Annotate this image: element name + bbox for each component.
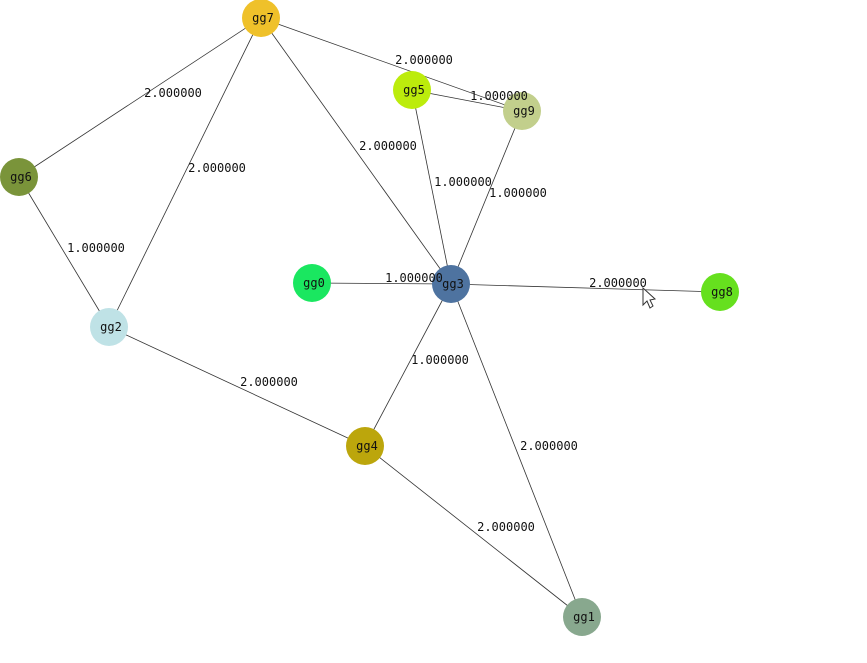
graph-node-gg5[interactable]: gg5 (393, 71, 431, 109)
graph-node-gg7[interactable]: gg7 (242, 0, 280, 37)
node-circle[interactable] (90, 308, 128, 346)
node-circle[interactable] (432, 265, 470, 303)
edge-gg7-gg2 (108, 17, 262, 328)
node-label: gg8 (711, 285, 733, 299)
node-label: gg2 (100, 320, 122, 334)
edge-gg0-gg3 (311, 282, 452, 285)
graph-node-gg9[interactable]: gg9 (503, 92, 541, 130)
graph-node-gg6[interactable]: gg6 (0, 158, 38, 196)
edge-weight-label: 2.000000 (589, 276, 647, 290)
node-label: gg3 (442, 277, 464, 291)
edge-gg2-gg4 (108, 326, 366, 447)
edge-gg5-gg3 (411, 89, 452, 285)
graph-node-gg0[interactable]: gg0 (293, 264, 331, 302)
node-label: gg6 (10, 170, 32, 184)
graph-node-gg3[interactable]: gg3 (432, 265, 470, 303)
node-circle[interactable] (346, 427, 384, 465)
node-label: gg9 (513, 104, 535, 118)
edge-gg7-gg3 (260, 17, 452, 285)
node-circle[interactable] (563, 598, 601, 636)
edge-weight-label: 1.000000 (489, 186, 547, 200)
edge-gg7-gg9 (260, 17, 523, 112)
edge-weight-label: 2.000000 (188, 161, 246, 175)
edge-weight-label: 2.000000 (395, 53, 453, 67)
edge-gg3-gg4 (364, 283, 452, 447)
graph-node-gg4[interactable]: gg4 (346, 427, 384, 465)
node-circle[interactable] (503, 92, 541, 130)
node-circle[interactable] (393, 71, 431, 109)
node-label: gg5 (403, 83, 425, 97)
edge-weight-label: 2.000000 (144, 86, 202, 100)
node-circle[interactable] (242, 0, 280, 37)
edge-labels-layer: 2.000000 2.000000 2.000000 2.000000 1.000000… (67, 53, 647, 534)
node-circle[interactable] (701, 273, 739, 311)
edges-layer (18, 17, 721, 618)
edge-gg4-gg1 (364, 445, 583, 618)
node-label: gg1 (573, 610, 595, 624)
graph-node-gg8[interactable]: gg8 (701, 273, 739, 311)
edge-weight-label: 2.000000 (477, 520, 535, 534)
edge-weight-label: 1.000000 (67, 241, 125, 255)
nodes-layer: gg0 gg1 gg2 gg3 gg4 gg5 gg6 gg7 gg8 gg9 (0, 0, 739, 636)
node-label: gg4 (356, 439, 378, 453)
node-label: gg0 (303, 276, 325, 290)
edge-weight-label: 1.000000 (434, 175, 492, 189)
node-label: gg7 (252, 11, 274, 25)
edge-gg3-gg1 (450, 283, 583, 618)
mouse-pointer-icon (642, 286, 657, 309)
node-circle[interactable] (293, 264, 331, 302)
edge-gg9-gg3 (450, 110, 523, 285)
graph-node-gg1[interactable]: gg1 (563, 598, 601, 636)
edge-weight-label: 2.000000 (240, 375, 298, 389)
edge-weight-label: 1.000000 (470, 89, 528, 103)
edge-weight-label: 1.000000 (385, 271, 443, 285)
edge-gg3-gg8 (450, 283, 721, 293)
edge-weight-label: 2.000000 (520, 439, 578, 453)
edge-gg6-gg2 (18, 176, 110, 328)
graph-node-gg2[interactable]: gg2 (90, 308, 128, 346)
node-circle[interactable] (0, 158, 38, 196)
edge-weight-label: 2.000000 (359, 139, 417, 153)
edge-weight-label: 1.000000 (411, 353, 469, 367)
edge-gg7-gg6 (18, 17, 262, 178)
